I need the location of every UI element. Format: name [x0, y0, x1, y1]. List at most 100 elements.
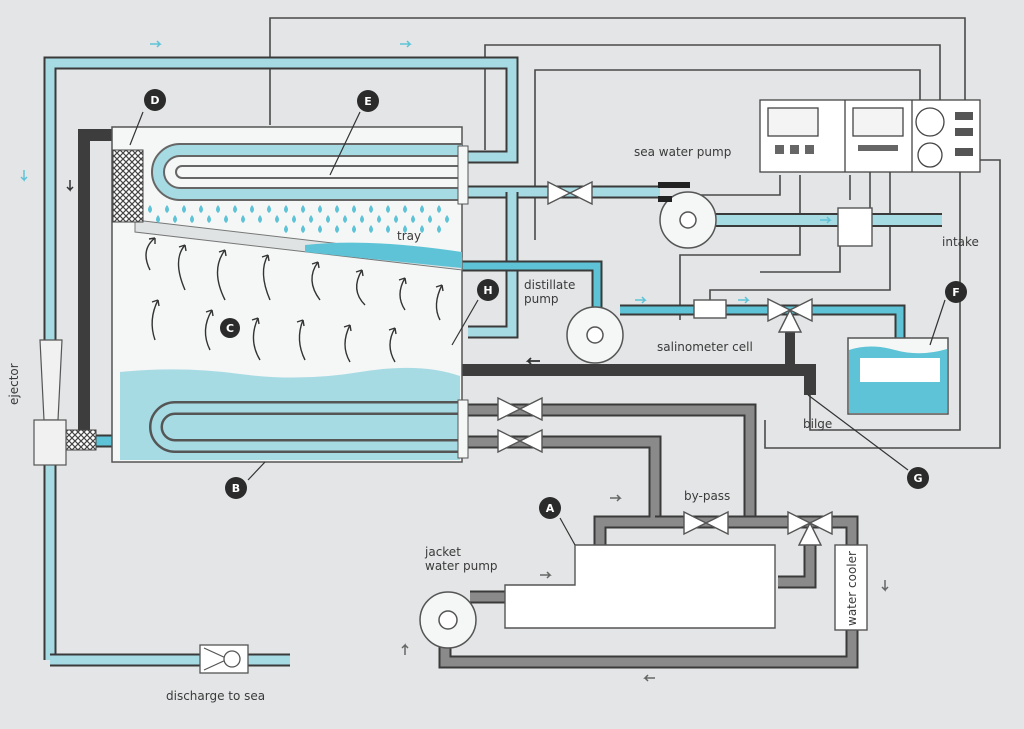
label-intake: intake: [942, 235, 979, 249]
droplet: [343, 215, 347, 223]
droplet: [411, 215, 415, 223]
marker-e: E: [357, 90, 379, 112]
label-jacket-water-pump-line2: water pump: [425, 559, 498, 573]
flow-direction-arrows: [20, 40, 889, 682]
droplet: [250, 205, 254, 213]
droplet: [360, 215, 364, 223]
droplet: [292, 215, 296, 223]
label-water-cooler: water cooler: [845, 551, 859, 626]
label-jacket-water-pump-line1: jacket: [424, 545, 461, 559]
droplet: [284, 205, 288, 213]
marker-a: A: [539, 497, 561, 519]
droplet: [352, 205, 356, 213]
droplet: [224, 215, 228, 223]
label-distillate-pump-line1: distillate: [524, 278, 575, 292]
droplet: [369, 225, 373, 233]
label-discharge-to-sea: discharge to sea: [166, 689, 265, 703]
water-cooler: [834, 544, 868, 631]
svg-text:H: H: [483, 284, 492, 297]
label-sea-water-pump: sea water pump: [634, 145, 731, 159]
intake-flow-sensor: [837, 207, 873, 247]
three-way-valve-distillate: [767, 297, 813, 333]
droplet: [267, 205, 271, 213]
marker-b: B: [225, 477, 247, 499]
label-distillate-pump-line2: pump: [524, 292, 559, 306]
droplet: [318, 225, 322, 233]
jacket-water-piping: [438, 403, 859, 669]
droplet: [428, 215, 432, 223]
condenser-coil: [151, 143, 462, 201]
marker-f: F: [945, 281, 967, 303]
droplet: [173, 215, 177, 223]
droplet: [352, 225, 356, 233]
marker-d: D: [144, 89, 166, 111]
three-way-valve-jacket: [787, 510, 833, 546]
svg-text:G: G: [913, 472, 922, 485]
svg-text:D: D: [150, 94, 159, 107]
by-pass-valve: [683, 510, 729, 536]
vapour-flow-arrows: [145, 237, 444, 363]
sea-water-pump: [658, 182, 717, 249]
droplet: [301, 225, 305, 233]
heater-coil: [149, 401, 462, 453]
svg-text:A: A: [546, 502, 555, 515]
control-panel: [759, 99, 981, 173]
droplet: [165, 205, 169, 213]
droplet: [190, 215, 194, 223]
droplet: [318, 205, 322, 213]
label-by-pass: by-pass: [684, 489, 730, 503]
droplet: [148, 205, 152, 213]
valves: [497, 180, 833, 546]
control-signal-lines: [269, 17, 1001, 449]
top-flange: [457, 145, 469, 205]
gauge-icon: [917, 142, 943, 168]
droplet: [403, 205, 407, 213]
droplet: [199, 205, 203, 213]
label-salinometer-cell: salinometer cell: [657, 340, 753, 354]
ejector: [33, 339, 67, 466]
sea-water-piping: [43, 56, 942, 667]
label-ejector: ejector: [7, 363, 21, 405]
droplet: [335, 225, 339, 233]
droplet: [182, 205, 186, 213]
droplet: [386, 225, 390, 233]
droplet: [386, 205, 390, 213]
marker-badges: D E C H F G B A: [129, 89, 967, 546]
heater-outlet-valve: [497, 428, 543, 454]
marker-h: H: [477, 279, 499, 301]
gauge-icon: [915, 107, 945, 137]
heater-inlet-valve: [497, 396, 543, 422]
distillate-tank: [847, 337, 949, 415]
droplet: [233, 205, 237, 213]
label-bilge: bilge: [803, 417, 832, 431]
droplet: [369, 205, 373, 213]
droplet: [326, 215, 330, 223]
droplet: [403, 225, 407, 233]
distillate-pump: [566, 306, 624, 364]
droplet: [309, 215, 313, 223]
svg-text:B: B: [232, 482, 240, 495]
droplet: [420, 225, 424, 233]
droplet: [258, 215, 262, 223]
droplet: [241, 215, 245, 223]
jacket-water-heat-source: [504, 544, 776, 629]
droplet: [216, 205, 220, 213]
droplet: [437, 225, 441, 233]
svg-text:F: F: [952, 286, 960, 299]
droplet: [207, 215, 211, 223]
discharge-meter: [199, 644, 249, 674]
droplet: [284, 225, 288, 233]
svg-text:C: C: [226, 322, 234, 335]
droplet: [335, 205, 339, 213]
droplet: [445, 215, 449, 223]
sea-water-valve: [547, 180, 593, 206]
marker-g: G: [907, 467, 929, 489]
droplet: [420, 205, 424, 213]
marker-c: C: [220, 318, 240, 338]
droplet: [377, 215, 381, 223]
droplet: [394, 215, 398, 223]
jacket-water-pump: [419, 591, 477, 649]
droplet: [301, 205, 305, 213]
